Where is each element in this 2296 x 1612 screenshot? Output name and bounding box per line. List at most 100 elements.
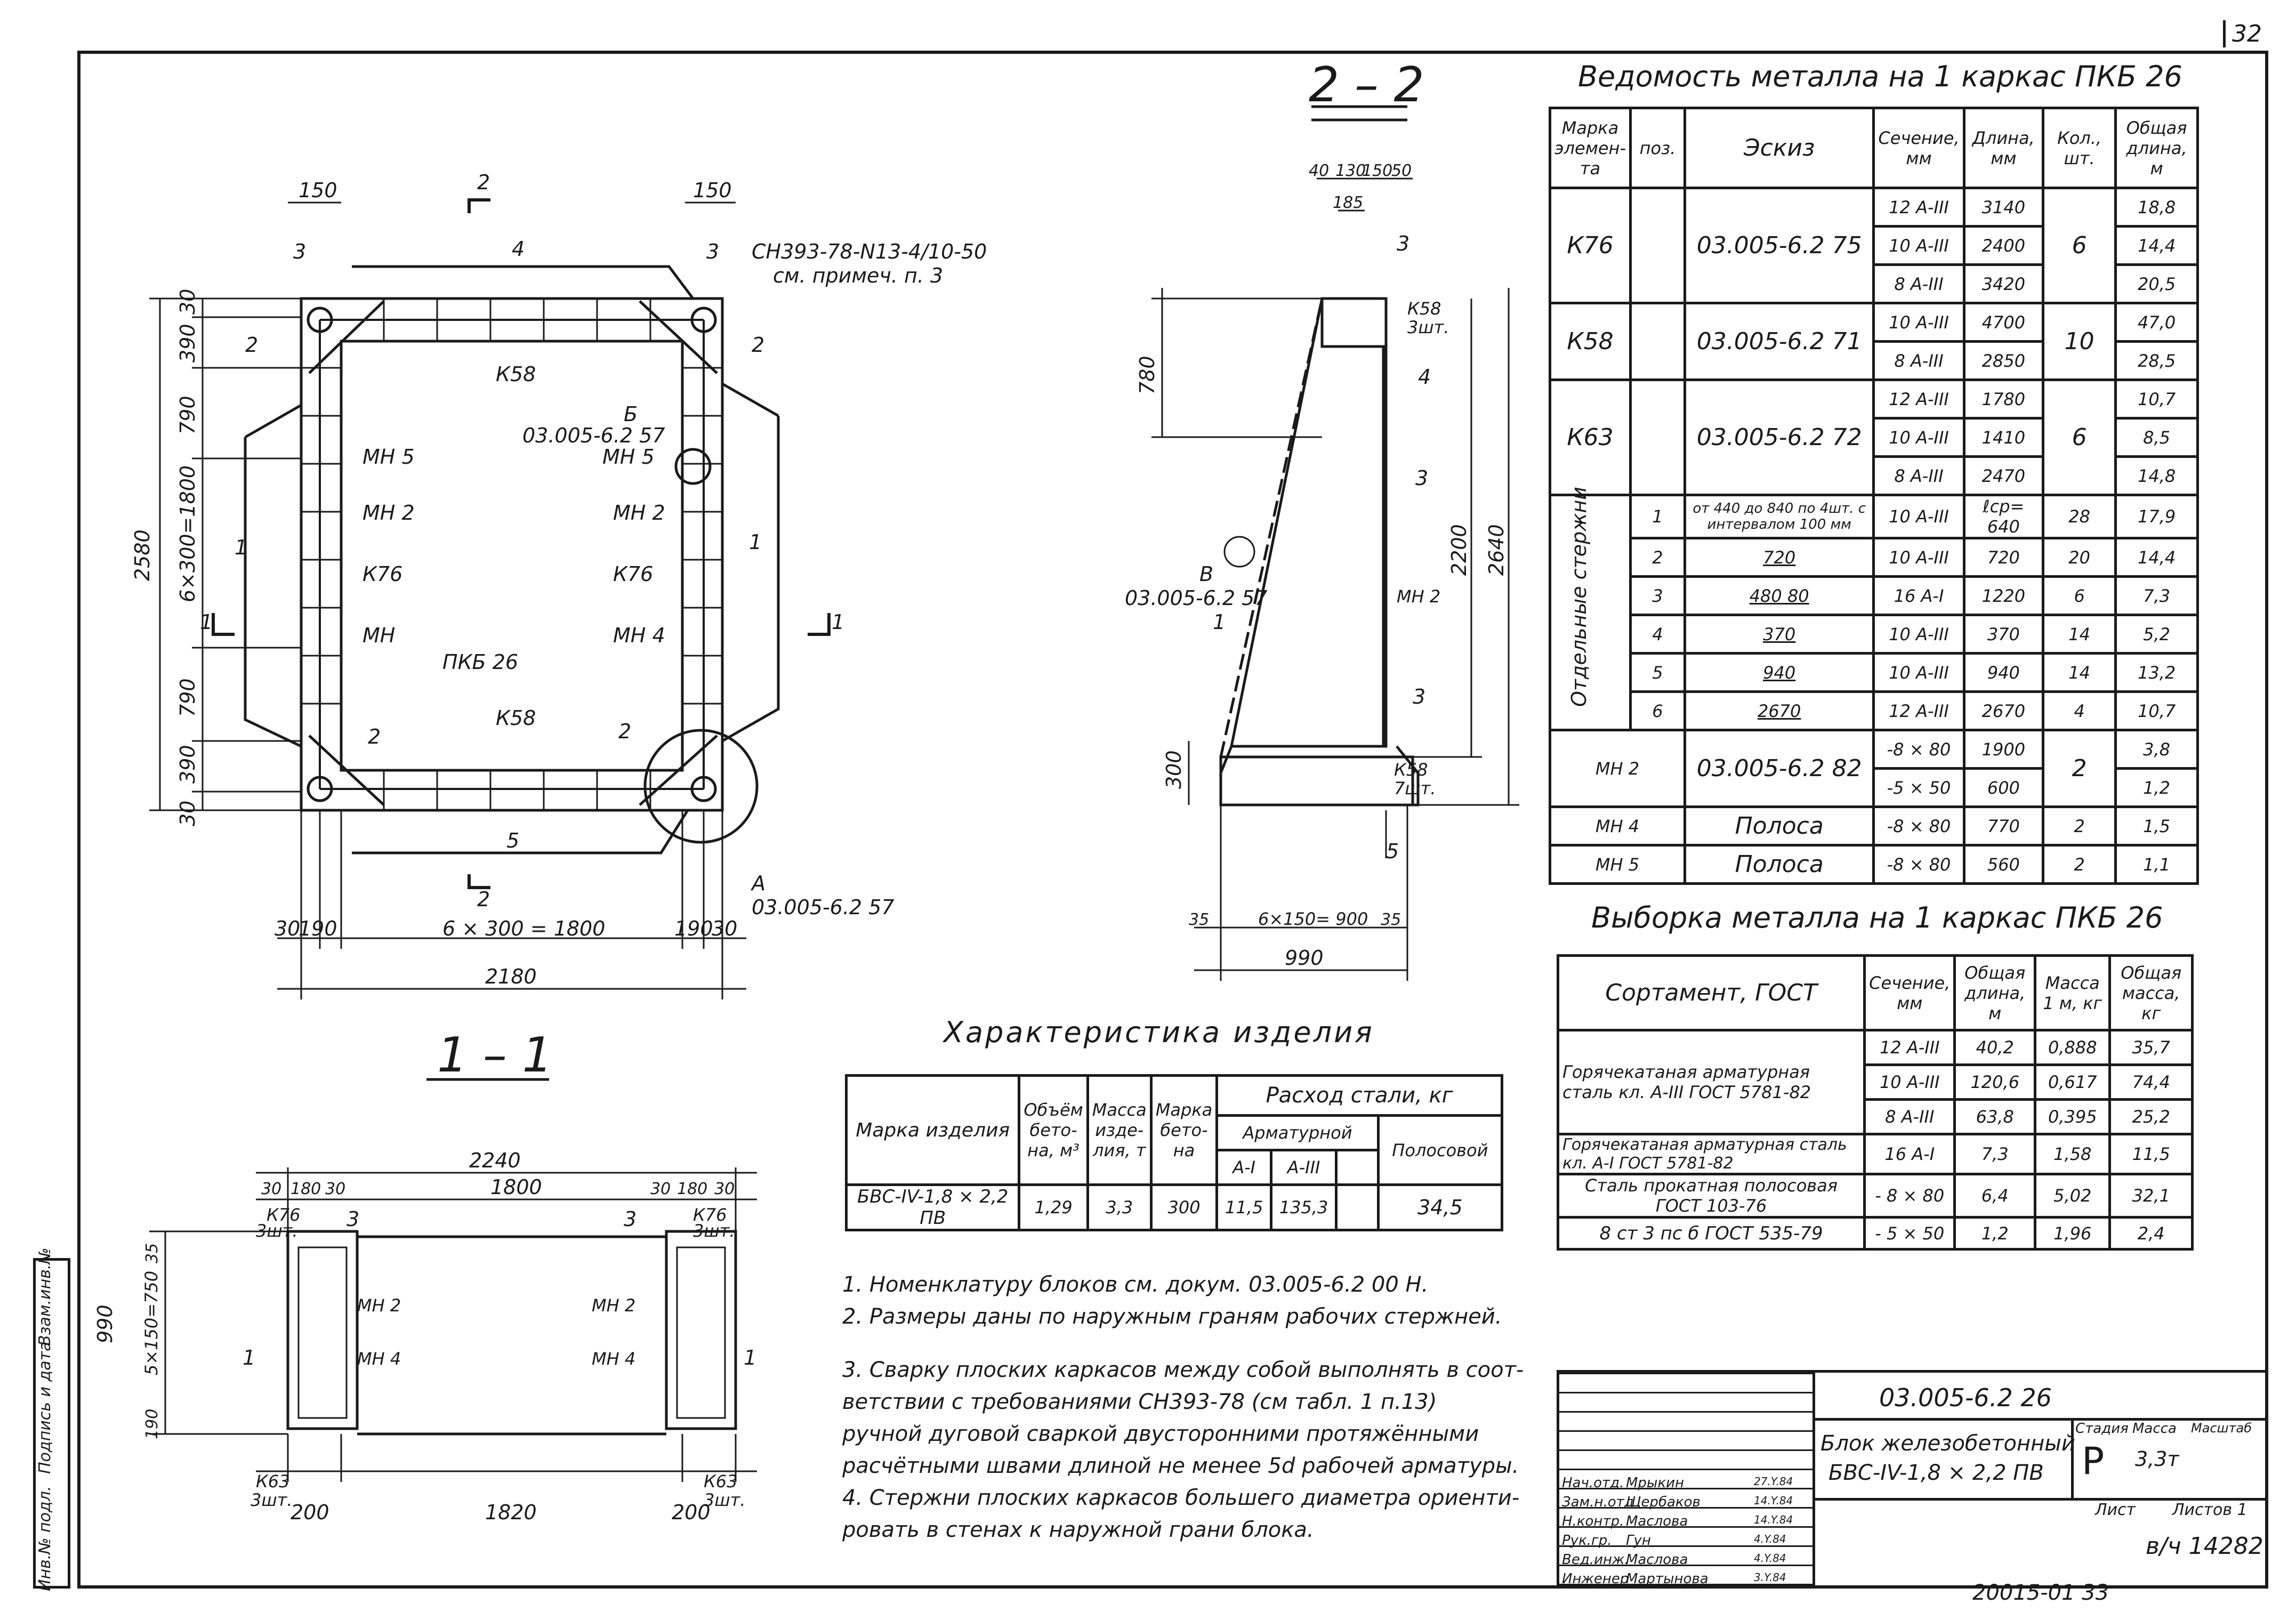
s22-dim-2640: 2640 xyxy=(1485,524,1508,576)
ved-cell: 1220 xyxy=(1962,575,2045,616)
table-row: 5 940 10 А-III 940 14 13,2 xyxy=(1550,652,2199,693)
s11-dim-total: 2240 xyxy=(469,1149,521,1172)
plan-dim-left-390a: 390 xyxy=(176,324,199,362)
ved-rod-group-label: Отдельные стержни xyxy=(1567,487,1591,707)
ved-mn2-mark: МН 2 xyxy=(1549,729,1686,808)
s11-dim-bl: 200 xyxy=(291,1501,329,1524)
ved-cell: 720 xyxy=(1962,537,2045,578)
table-row: МН 4 Полоса -8 × 80 770 2 1,5 xyxy=(1549,805,2199,847)
vyb-h-mass: Общая масса, кг xyxy=(2108,954,2194,1031)
vyb-cell: 32,1 xyxy=(2108,1173,2194,1219)
ved-cell: 10 А-III xyxy=(1872,302,1965,343)
s11-label-mn2-right: МН 2 xyxy=(592,1295,635,1316)
table-row: К63 03.005-6.2 72 12 А-III 1780 6 10,7 xyxy=(1549,378,2199,496)
ved-cell: 20,5 xyxy=(2114,263,2199,304)
s11-title: 1 – 1 xyxy=(437,1027,553,1083)
vyb-cell: 2,4 xyxy=(2108,1216,2194,1251)
signature-row: Вед.инж. Маслова 4.Y.84 xyxy=(1562,1552,1812,1571)
ved-cell: 1,2 xyxy=(2114,767,2199,808)
s11-pos-1-right: 1 xyxy=(744,1346,756,1369)
page-number: 32 xyxy=(2223,20,2262,47)
ved-cell: 6 xyxy=(2042,378,2117,496)
ved-cell: 3140 xyxy=(1962,187,2045,228)
s11-pos-3-right: 3 xyxy=(624,1207,637,1231)
s22-label-k58-bottom: К58 xyxy=(1394,760,1428,780)
ved-cell: 14,8 xyxy=(2114,455,2199,496)
plan-label-mn-left: МН xyxy=(362,624,395,647)
s11-left-wall xyxy=(286,1230,359,1430)
title-divider xyxy=(1815,1418,2268,1421)
plan-pos-2d: 2 xyxy=(618,720,631,743)
vyb-cell: Горячекатаная арматурная сталь кл. А-III… xyxy=(1556,1029,1866,1135)
signature-row: Н.контр. Маслова 14.Y.84 xyxy=(1562,1513,1812,1533)
vyb-cell: 8 А-III xyxy=(1863,1098,1956,1135)
ved-cell: 10 А-III xyxy=(1872,652,1965,693)
vyborka-title: Выборка металла на 1 каркас ПКБ 26 xyxy=(1591,901,2163,934)
ved-cell: 8 А-III xyxy=(1872,340,1965,381)
vyb-cell: 74,4 xyxy=(2108,1063,2194,1101)
s22-title: 2 – 2 xyxy=(1309,57,1424,113)
plan-label-mn5-left: МН 5 xyxy=(362,445,415,469)
table-row: Горячекатаная арматурная сталь кл. А-III… xyxy=(1556,1029,2194,1135)
plan-sec-1-right: 1 xyxy=(832,610,844,634)
table-row: К76 03.005-6.2 75 12 А-III 3140 6 18,8 xyxy=(1549,187,2199,304)
table-row: 8 ст 3 пс б ГОСТ 535-79 - 5 × 50 1,2 1,9… xyxy=(1556,1216,2194,1251)
table-row: Отдельные стержни 1 от 440 до 840 по 4шт… xyxy=(1549,487,2199,731)
ved-cell: 1 xyxy=(1629,494,1686,539)
s22-dim-185: 185 xyxy=(1333,194,1363,212)
vyb-cell: 1,96 xyxy=(2034,1216,2112,1251)
plan-label-mn5-right: МН 5 xyxy=(602,445,655,469)
plan-pos-2c: 2 xyxy=(368,725,381,748)
char-mark: БВС-IV-1,8 × 2,2 ПВ xyxy=(844,1183,1021,1231)
plan-outer xyxy=(300,297,724,812)
plan-concrete-outline xyxy=(352,265,694,300)
drawing-frame xyxy=(77,51,2268,1589)
plan-dim-left-total: 2580 xyxy=(131,529,154,581)
plan-pos-3b: 3 xyxy=(706,240,719,263)
callout-b-ref: 03.005-6.2 57 xyxy=(522,424,665,447)
ved-cell: 1410 xyxy=(1962,417,2045,458)
char-h-volume: Объём бето-на, м³ xyxy=(1018,1074,1089,1186)
ved-cell: 10,7 xyxy=(2114,690,2199,731)
ved-cell: 14 xyxy=(2042,614,2117,655)
callout-a-ref: 03.005-6.2 57 xyxy=(752,896,895,919)
s22-dim-50: 50 xyxy=(1391,162,1412,180)
char-h-ai: А-I xyxy=(1215,1149,1273,1186)
ved-cell: 8 А-III xyxy=(1872,263,1965,304)
ved-k63-sketch: 03.005-6.2 72 xyxy=(1683,378,1875,496)
s22-pos-3a: 3 xyxy=(1397,232,1409,255)
vyb-cell: Сталь прокатная полосовая ГОСТ 103-76 xyxy=(1556,1173,1866,1219)
ved-cell: 2670 xyxy=(1962,690,2045,731)
ved-mn5-mark: МН 5 xyxy=(1549,844,1686,885)
ved-cell: 7,3 xyxy=(2114,575,2199,616)
s11-dim-left-total: 990 xyxy=(93,1304,117,1343)
ved-mn4-mark: МН 4 xyxy=(1549,805,1686,847)
ved-cell: 2850 xyxy=(1962,340,2045,381)
ved-cell: 8 А-III xyxy=(1872,455,1965,496)
ved-cell: 10 xyxy=(2042,302,2117,381)
plan-pos-1b: 1 xyxy=(749,530,762,554)
ved-cell: 17,9 xyxy=(2114,494,2199,539)
note-3b: ветствии с требованиями СН393-78 (см таб… xyxy=(842,1390,1437,1414)
ved-cell: 18,8 xyxy=(2114,187,2199,228)
ved-cell: 2 xyxy=(2042,844,2117,885)
ved-mn4-sketch: Полоса xyxy=(1683,805,1875,847)
char-mass: 3,3 xyxy=(1086,1183,1153,1231)
notes: 1. Номенклатуру блоков см. докум. 03.005… xyxy=(842,1269,1535,1546)
title-vline xyxy=(2071,1418,2074,1498)
vyb-cell: 0,395 xyxy=(2034,1098,2112,1135)
plan-label-k76-left: К76 xyxy=(362,562,402,586)
plan-pos-2a: 2 xyxy=(245,333,258,357)
vyb-cell: 16 А-I xyxy=(1863,1133,1956,1175)
s22-dim-b2: 6×150= 900 xyxy=(1258,909,1368,929)
s11-label-k63-left: К63 xyxy=(256,1471,289,1492)
char-concrete: 300 xyxy=(1149,1183,1219,1231)
s22-dim-300: 300 xyxy=(1162,750,1186,789)
sig-date: 4.Y.84 xyxy=(1754,1552,1786,1565)
s11-dim-bm: 1820 xyxy=(485,1501,537,1524)
plan-dim-left-790a: 790 xyxy=(176,396,199,434)
vyb-cell: 1,58 xyxy=(2034,1133,2112,1175)
s22-pos-5: 5 xyxy=(1386,840,1399,863)
vyb-h-m1: Масса 1 м, кг xyxy=(2034,954,2112,1031)
vedomost-title: Ведомость металла на 1 каркас ПКБ 26 xyxy=(1578,60,2182,93)
